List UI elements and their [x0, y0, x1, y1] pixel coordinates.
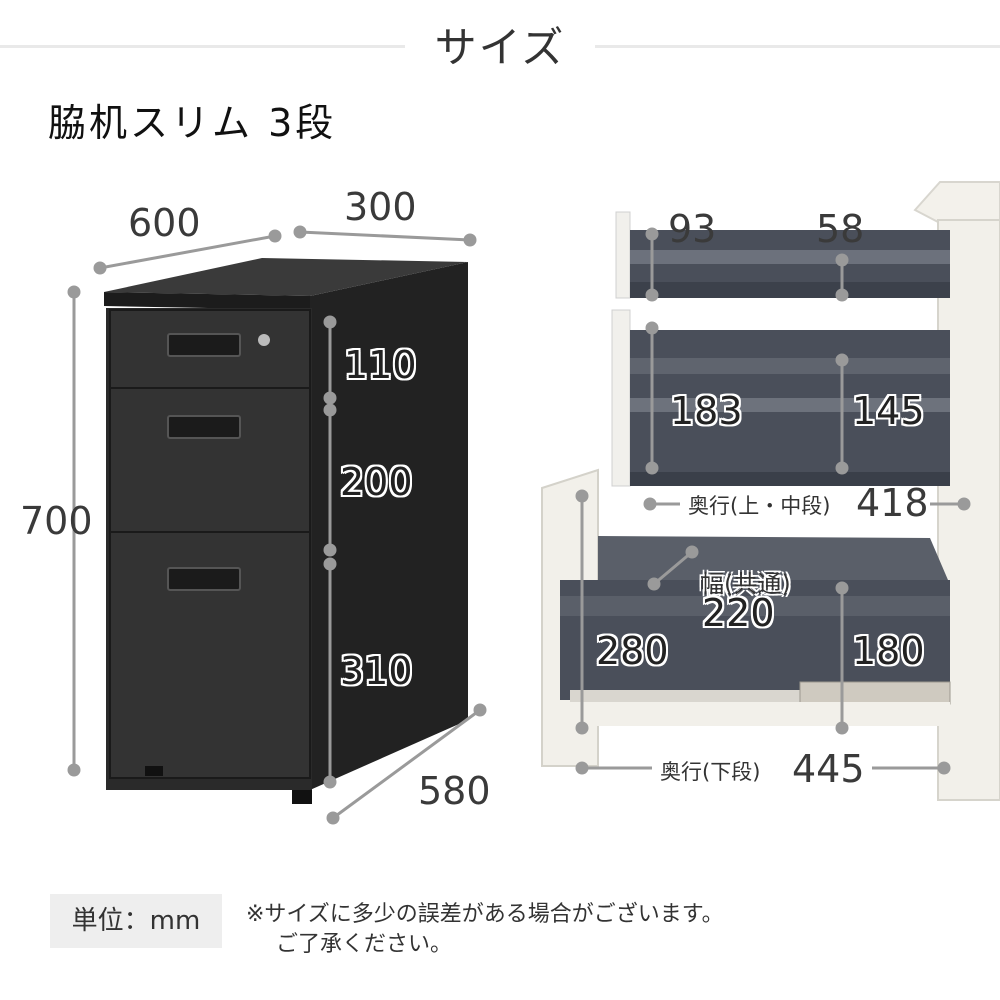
width-caption: 幅(共通) — [700, 570, 791, 598]
interior-illustration — [541, 181, 1000, 801]
cabinet-depth-bottom-label: 580 — [418, 769, 491, 813]
depth-upper-caption: 奥行(上・中段) — [688, 494, 831, 518]
cabinet-illustration — [104, 258, 468, 804]
interior-dimension-lines — [575, 227, 971, 775]
lower-front-label: 280 — [596, 629, 669, 673]
upper-front-label: 93 — [668, 207, 717, 251]
drawer2-height-label: 200 — [340, 460, 413, 504]
tolerance-note-line2: ご了承ください。 — [276, 932, 453, 957]
cabinet-width-label: 600 — [128, 201, 201, 245]
tolerance-note-line1: ※サイズに多少の誤差がある場合がございます。 — [246, 902, 724, 927]
cabinet-depth-top-label: 300 — [344, 185, 417, 229]
product-name: 脇机スリム 3段 — [48, 101, 337, 145]
middle-front-label: 183 — [670, 389, 743, 433]
drawer1-height-label: 110 — [344, 343, 417, 387]
upper-back-label: 58 — [816, 207, 865, 251]
cabinet-dimension-lines — [67, 225, 487, 825]
depth-upper-value: 418 — [856, 481, 929, 525]
middle-back-label: 145 — [852, 389, 925, 433]
depth-lower-value: 445 — [792, 747, 865, 791]
lower-back-label: 180 — [852, 629, 925, 673]
lock-icon — [258, 334, 270, 346]
header-rule-right — [595, 45, 1000, 48]
header-rule-left — [0, 45, 405, 48]
unit-badge: 単位：mm — [50, 894, 222, 948]
cabinet-height-label: 700 — [20, 499, 93, 543]
depth-lower-caption: 奥行(下段) — [660, 760, 761, 784]
page-title: サイズ — [434, 23, 566, 72]
width-value: 220 — [702, 591, 775, 635]
drawer3-height-label: 310 — [340, 649, 413, 693]
